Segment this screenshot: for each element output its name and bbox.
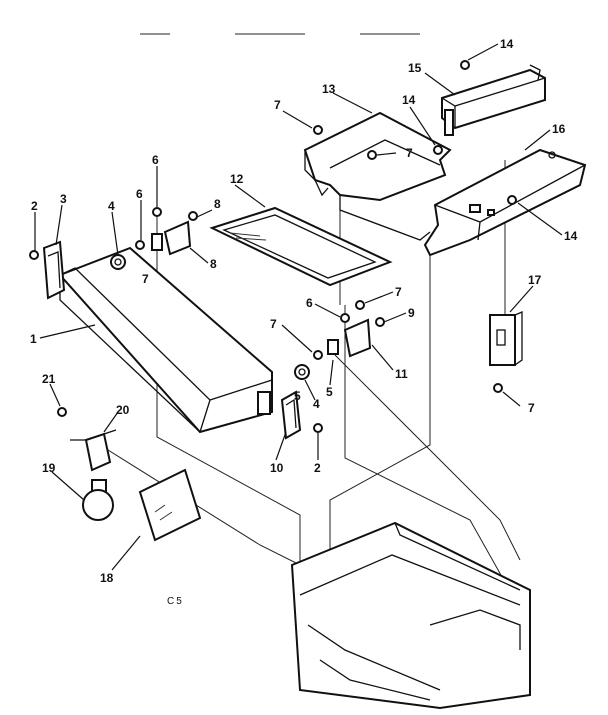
callout-17: 17 — [528, 273, 542, 287]
callout-9: 9 — [408, 306, 415, 320]
callout-8-lower: 8 — [210, 257, 217, 271]
callout-7-midright: 7 — [395, 285, 402, 299]
part-17-switch-bracket — [489, 311, 523, 366]
part-16-control-plate — [423, 148, 587, 257]
callout-6-mid: 6 — [306, 296, 313, 310]
callout-6-top: 6 — [152, 153, 159, 167]
callout-14-top: 14 — [500, 37, 514, 51]
screws — [29, 60, 517, 433]
callout-4-right: 4 — [313, 397, 320, 411]
callout-5-mid: 5 — [326, 385, 333, 399]
callout-1: 1 — [30, 332, 37, 346]
callout-7-right: 7 — [528, 401, 535, 415]
callout-12: 12 — [230, 172, 244, 186]
part-13-top-bracket — [303, 111, 452, 241]
callout-19: 19 — [42, 461, 56, 475]
callout-5-lower: 5 — [294, 389, 301, 403]
callout-7-left: 7 — [142, 272, 149, 286]
part-19-light-bulb — [82, 479, 114, 521]
part-20-lamp-socket — [70, 429, 117, 472]
part-10-right-end-cap — [280, 390, 302, 440]
part-3-left-end-cap — [42, 240, 66, 300]
figure-code: C5 — [167, 596, 184, 607]
callout-21: 21 — [42, 372, 56, 386]
part-8-hinge — [151, 220, 192, 256]
part-1-front-grille — [58, 246, 273, 434]
callout-7-mid: 7 — [406, 146, 413, 160]
leader-lines — [34, 43, 563, 571]
callout-8-upper: 8 — [214, 197, 221, 211]
callout-7-lower: 7 — [270, 317, 277, 331]
callout-15: 15 — [408, 61, 422, 75]
callout-7-top: 7 — [274, 98, 281, 112]
callout-16: 16 — [552, 122, 566, 136]
callout-4-left: 4 — [108, 199, 115, 213]
callout-2-left: 2 — [31, 199, 38, 213]
part-11-hinge — [327, 318, 372, 358]
part-12-frame-panel — [209, 206, 393, 287]
callout-13: 13 — [322, 82, 336, 96]
callout-20: 20 — [116, 403, 130, 417]
callout-14-right: 14 — [564, 229, 578, 243]
callout-2-right: 2 — [314, 461, 321, 475]
base-cabinet — [290, 521, 531, 710]
callout-6-left: 6 — [136, 187, 143, 201]
callout-3: 3 — [60, 192, 67, 206]
part-18-lens-cover — [138, 468, 202, 542]
part-4-bearings — [110, 254, 310, 380]
callout-18-lower: 18 — [100, 571, 114, 585]
callout-14-mid: 14 — [402, 93, 416, 107]
callout-10: 10 — [270, 461, 284, 475]
callout-11: 11 — [395, 367, 408, 381]
part-15-upper-cover — [441, 64, 546, 136]
callout-labels: 1 2 3 4 6 6 7 8 8 12 7 13 7 14 15 14 16 … — [30, 37, 578, 607]
